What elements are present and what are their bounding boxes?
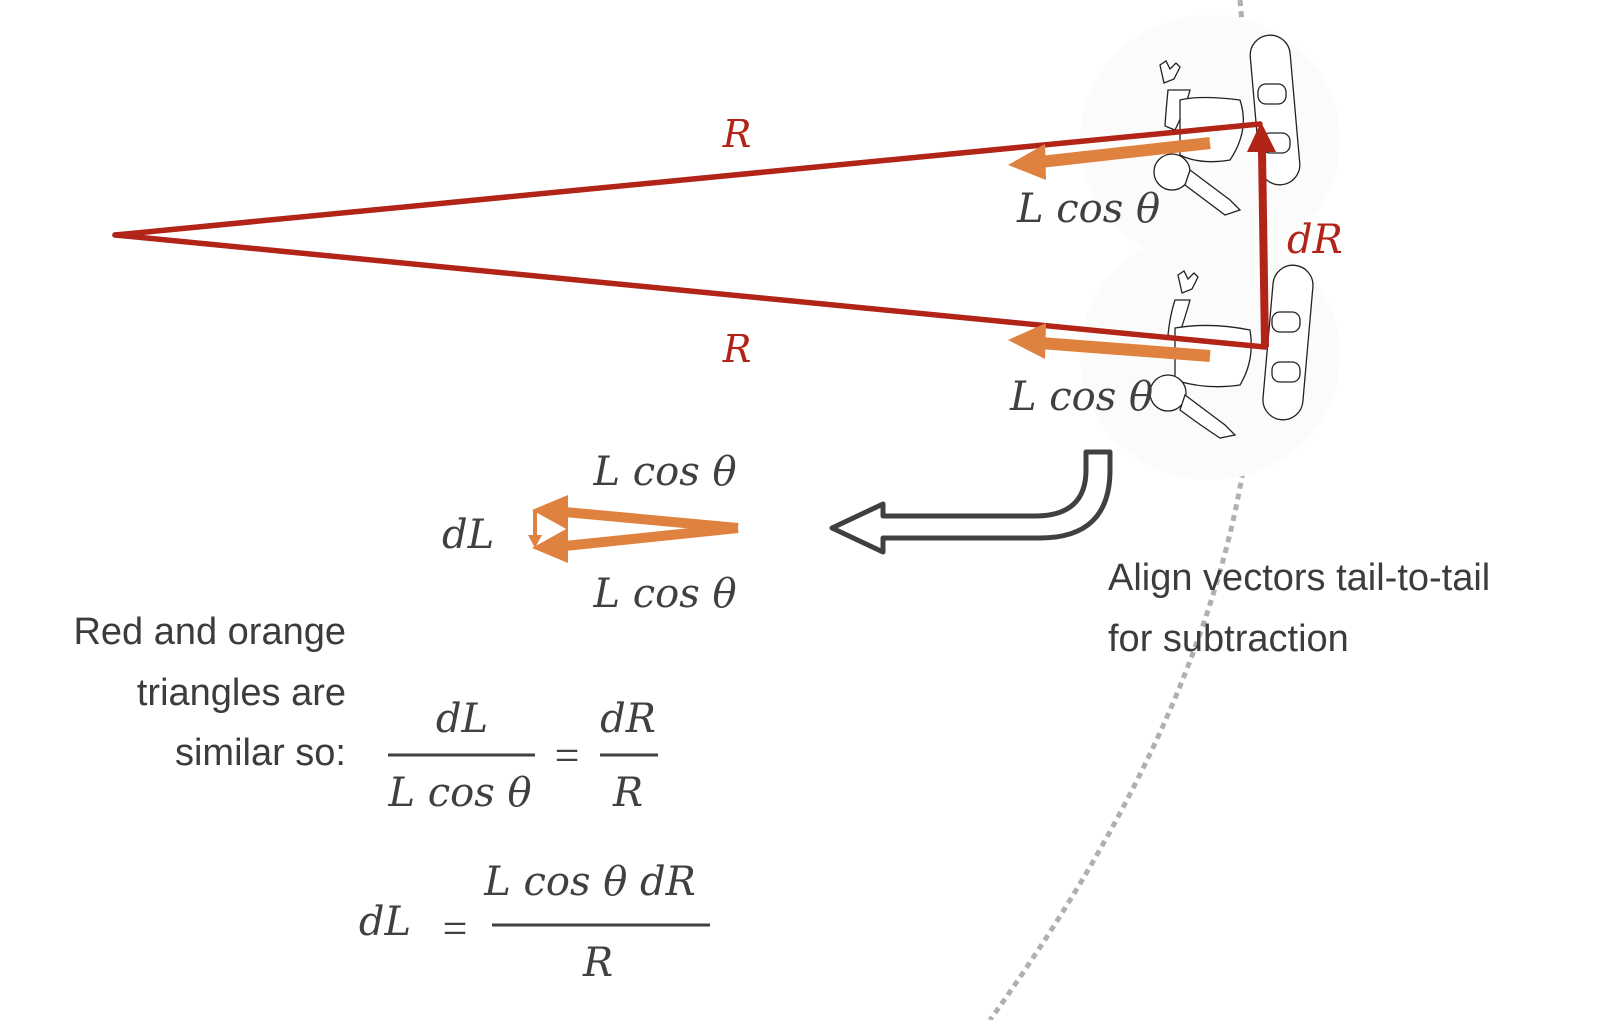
label-dR: dR xyxy=(1287,217,1343,263)
label-lcos-small-bottom: L cos θ xyxy=(592,571,736,617)
curved-left-arrow-icon xyxy=(829,449,1113,555)
arrowhead-icon xyxy=(532,528,568,563)
arrowhead-icon xyxy=(532,495,568,530)
orange-subtraction-triangle xyxy=(528,495,739,563)
arrowhead-icon xyxy=(1008,323,1046,359)
eq1-denominator-left: L cos θ xyxy=(387,770,531,816)
equation-dL-result: dL = L cos θ dR R xyxy=(359,859,710,986)
label-lcos-small-top: L cos θ xyxy=(592,449,736,495)
eq2-denominator: R xyxy=(582,940,613,986)
dR-arrowhead-icon xyxy=(1247,122,1276,152)
arrowhead-icon xyxy=(1008,144,1046,180)
label-lcos-bottom: L cos θ xyxy=(1009,374,1153,420)
dL-arrowhead-icon xyxy=(528,535,542,548)
orange-vector-top xyxy=(1008,137,1211,180)
eq2-lhs: dL xyxy=(359,899,411,945)
radius-line-bottom xyxy=(112,232,1268,350)
similar-note-line1: Red and orange xyxy=(73,611,346,653)
label-R-bottom: R xyxy=(722,327,752,371)
eq1-numerator-left: dL xyxy=(436,696,488,742)
eq1-equals: = xyxy=(555,731,580,780)
label-lcos-top: L cos θ xyxy=(1016,186,1160,232)
orange-vector-bottom xyxy=(1008,323,1211,362)
dR-vector-shaft xyxy=(1258,149,1269,348)
align-note-line1: Align vectors tail-to-tail xyxy=(1108,557,1490,599)
label-dL-small: dL xyxy=(442,512,494,558)
eq1-numerator-right: dR xyxy=(600,696,656,742)
red-radius-triangle xyxy=(112,121,1276,350)
eq2-equals: = xyxy=(443,904,468,953)
align-note-line2: for subtraction xyxy=(1108,618,1349,660)
equation-similar-ratio: dL L cos θ = dR R xyxy=(387,696,658,816)
eq2-numerator: L cos θ dR xyxy=(483,859,696,905)
similar-note-line2: triangles are xyxy=(137,672,346,714)
similar-note-line3: similar so: xyxy=(175,732,346,774)
label-R-top: R xyxy=(722,112,752,156)
eq1-denominator-right: R xyxy=(612,770,643,816)
radius-line-top xyxy=(112,121,1263,238)
